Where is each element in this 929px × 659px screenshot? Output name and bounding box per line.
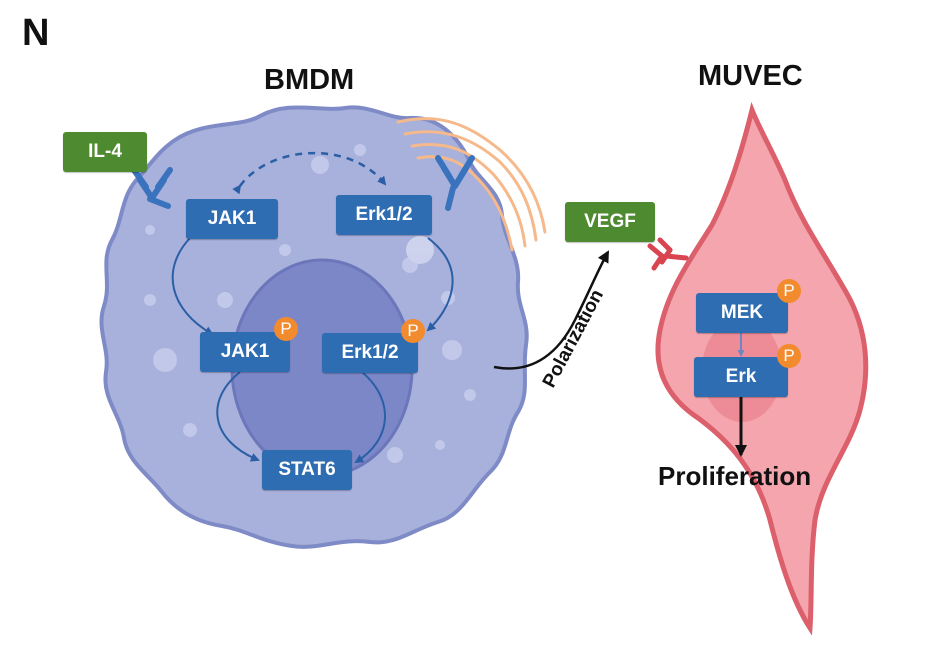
bmdm-title: BMDM	[264, 64, 355, 96]
phospho-jak1-box: JAK1	[200, 332, 290, 372]
fiber-strands	[396, 117, 547, 252]
panel-letter: N	[22, 12, 50, 54]
il4-box: IL-4	[63, 132, 147, 172]
jak1-box: JAK1	[186, 199, 278, 239]
muvec-title: MUVEC	[698, 60, 803, 92]
erk-muvec-box: Erk	[694, 357, 788, 397]
vegf-receptor-icon	[647, 237, 689, 271]
proliferation-label: Proliferation	[658, 461, 812, 491]
phospho-erk-box: Erk1/2	[322, 333, 418, 373]
erk-box: Erk1/2	[336, 195, 432, 235]
erk-muvec-phospho-badge: P	[777, 344, 801, 368]
polarization-arrow	[493, 250, 610, 370]
signaling-arrows	[171, 237, 454, 464]
jak1-phospho-badge: P	[274, 317, 298, 341]
vegf-box: VEGF	[565, 202, 655, 242]
mek-box: MEK	[696, 293, 788, 333]
erk-receptor-icon	[435, 155, 475, 211]
erk-phospho-badge: P	[401, 319, 425, 343]
bmdm-vesicles	[144, 144, 476, 463]
stat6-box: STAT6	[262, 450, 352, 490]
mek-phospho-badge: P	[777, 279, 801, 303]
crosstalk-dashed-arrow	[232, 151, 387, 195]
il4-receptor-icon	[131, 167, 173, 209]
